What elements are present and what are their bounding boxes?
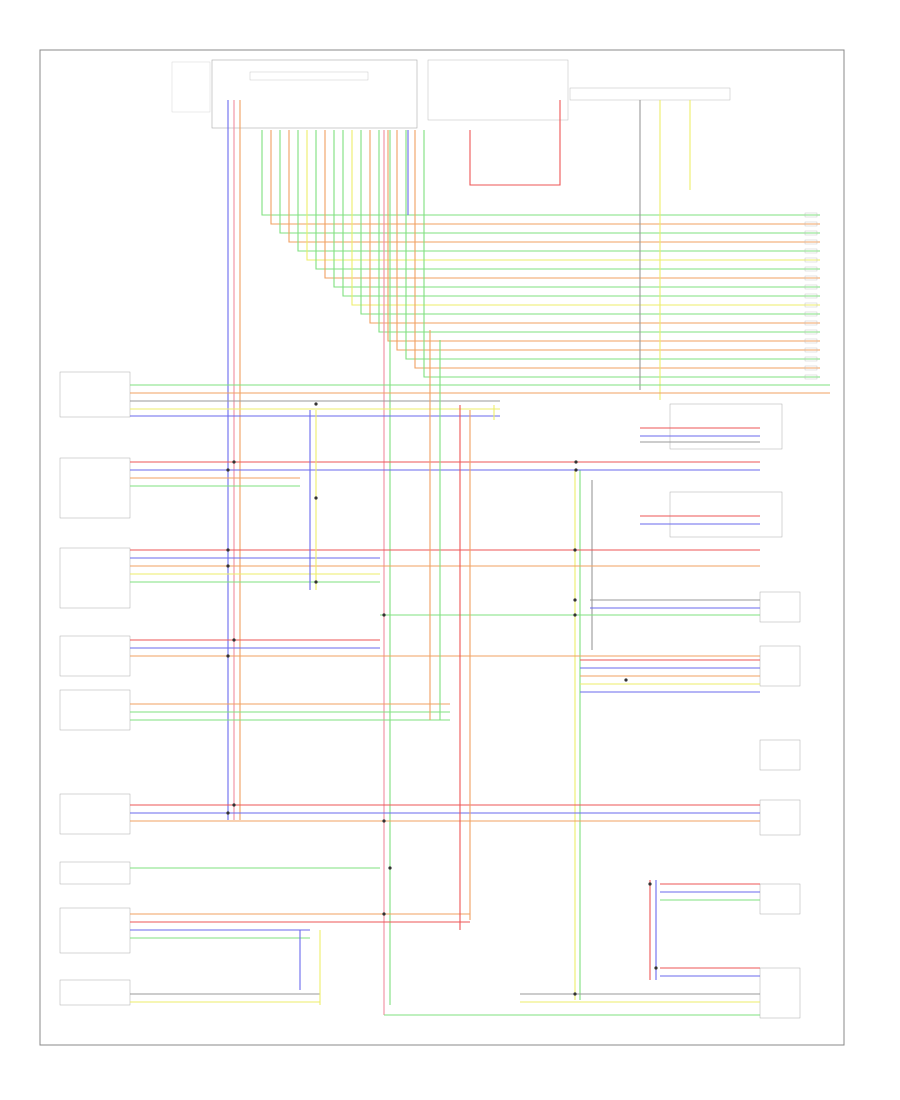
bus-terminal bbox=[804, 311, 818, 317]
splice-dot bbox=[226, 564, 230, 568]
bus-wire bbox=[414, 130, 820, 369]
bus-terminal bbox=[804, 365, 818, 371]
vertical-trunks bbox=[227, 100, 691, 1015]
control-module-box bbox=[211, 59, 418, 129]
bus-terminal bbox=[804, 293, 818, 299]
splice-dot bbox=[232, 803, 236, 807]
splice-dot bbox=[226, 654, 230, 658]
bus-wire bbox=[297, 130, 820, 252]
splice-dot bbox=[573, 548, 577, 552]
splice-dot bbox=[314, 496, 318, 500]
right-module-box bbox=[759, 645, 801, 687]
splice-dot bbox=[624, 678, 628, 682]
bus-wire bbox=[423, 130, 820, 378]
bus-terminal bbox=[804, 239, 818, 245]
control-module-label-area bbox=[249, 71, 369, 81]
splice-dot bbox=[388, 866, 392, 870]
splice-dot bbox=[574, 468, 578, 472]
bus-terminal bbox=[804, 347, 818, 353]
bus-wire bbox=[405, 130, 820, 360]
right-module-box bbox=[759, 591, 801, 623]
relay-box bbox=[427, 59, 569, 121]
splice-dot bbox=[226, 468, 230, 472]
bus-terminal bbox=[804, 338, 818, 344]
left-module-box bbox=[59, 635, 131, 677]
right-module-box bbox=[759, 799, 801, 836]
left-module-box bbox=[59, 547, 131, 609]
right-module-box bbox=[759, 883, 801, 915]
bus-terminal bbox=[804, 248, 818, 254]
splice-dot bbox=[382, 912, 386, 916]
splice-points bbox=[226, 402, 658, 996]
left-modules bbox=[59, 371, 131, 1006]
left-module-box bbox=[59, 793, 131, 835]
left-module-box bbox=[59, 371, 131, 418]
bus-wire bbox=[261, 130, 820, 216]
bus-terminal bbox=[804, 329, 818, 335]
bus-wire bbox=[342, 130, 820, 297]
right-module-box bbox=[669, 403, 783, 450]
splice-dot bbox=[226, 548, 230, 552]
bus-wire bbox=[270, 130, 820, 225]
bus-wire bbox=[288, 130, 820, 243]
left-module-box bbox=[59, 907, 131, 954]
right-module-box bbox=[669, 491, 783, 538]
diagram-border bbox=[39, 49, 845, 1046]
splice-dot bbox=[314, 402, 318, 406]
splice-dot bbox=[573, 598, 577, 602]
top-components bbox=[171, 59, 731, 129]
bus-terminal bbox=[804, 356, 818, 362]
bus-terminal bbox=[804, 320, 818, 326]
splice-dot bbox=[232, 460, 236, 464]
signal-runs bbox=[130, 330, 830, 1016]
bus-terminal bbox=[804, 230, 818, 236]
splice-dot bbox=[648, 882, 652, 886]
splice-dot bbox=[226, 811, 230, 815]
splice-dot bbox=[654, 966, 658, 970]
bus-wire bbox=[396, 130, 820, 351]
splice-dot bbox=[573, 613, 577, 617]
bus-wire bbox=[378, 130, 820, 333]
bus-wire bbox=[387, 130, 820, 342]
bus-terminal bbox=[804, 302, 818, 308]
left-module-box bbox=[59, 689, 131, 731]
splice-dot bbox=[382, 613, 386, 617]
bus-wire bbox=[324, 130, 820, 279]
left-module-box bbox=[59, 457, 131, 519]
left-module-box bbox=[59, 979, 131, 1006]
right-module-box bbox=[759, 739, 801, 771]
bus-wire bbox=[315, 130, 820, 270]
bus-terminal bbox=[804, 221, 818, 227]
bus-terminal bbox=[804, 212, 818, 218]
bus-wire bbox=[351, 130, 820, 306]
bus-wire bbox=[306, 130, 820, 261]
bus-wire bbox=[333, 130, 820, 288]
splice-dot bbox=[574, 460, 578, 464]
connector-strip bbox=[569, 87, 731, 101]
right-modules bbox=[669, 403, 801, 1019]
splice-dot bbox=[382, 819, 386, 823]
splice-dot bbox=[573, 992, 577, 996]
bus-lines bbox=[261, 130, 820, 380]
fuse-label-area bbox=[171, 61, 211, 113]
bus-terminal bbox=[804, 284, 818, 290]
bus-terminal bbox=[804, 266, 818, 272]
bus-terminal bbox=[804, 374, 818, 380]
bus-wire bbox=[369, 130, 820, 324]
bus-terminal bbox=[804, 275, 818, 281]
left-module-box bbox=[59, 861, 131, 885]
splice-dot bbox=[232, 638, 236, 642]
relay-loop bbox=[469, 100, 561, 186]
bus-wire bbox=[360, 130, 820, 315]
right-module-box bbox=[759, 967, 801, 1019]
bus-terminal bbox=[804, 257, 818, 263]
splice-dot bbox=[314, 580, 318, 584]
